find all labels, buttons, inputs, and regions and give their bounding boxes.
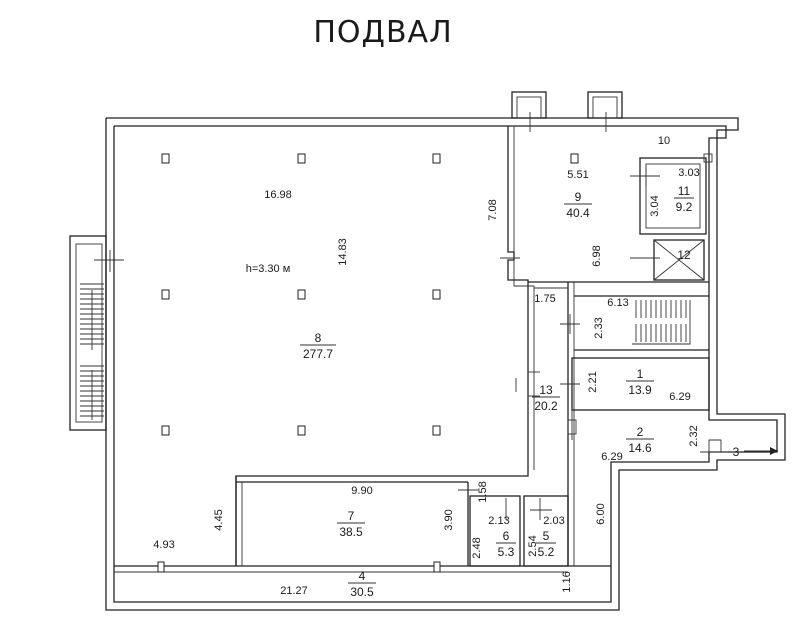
room-11-area: 9.2 <box>676 200 693 214</box>
dim-label: 2.54 <box>527 535 539 556</box>
dim-label: 2.48 <box>471 537 483 558</box>
room-2-number: 2 <box>637 425 644 439</box>
dim-label: 2.21 <box>587 371 599 392</box>
dim-label: 10 <box>658 135 670 147</box>
dimension-labels: 16.98 14.83 7.08 5.51 10 3.03 3.04 6.98 … <box>153 135 700 597</box>
room-5-area: 5.2 <box>538 545 555 559</box>
dim-label: 2.03 <box>543 515 564 527</box>
dim-label: 3.03 <box>678 167 699 179</box>
dim-label: 21.27 <box>280 585 308 597</box>
room-9-area: 40.4 <box>566 206 590 220</box>
room-1-area: 13.9 <box>628 383 652 397</box>
dim-label: 1.16 <box>561 571 573 592</box>
top-shafts <box>511 91 623 132</box>
room-2-area: 14.6 <box>628 441 652 455</box>
dim-label: 1.75 <box>534 293 555 305</box>
dim-label: 4.93 <box>153 539 174 551</box>
dim-label: 6.29 <box>669 391 690 403</box>
dim-label: 1.58 <box>477 481 489 502</box>
room-12-number: 12 <box>677 248 691 262</box>
room-5-number: 5 <box>543 529 550 543</box>
room-7-number: 7 <box>348 509 355 523</box>
room-4-area: 30.5 <box>350 585 374 599</box>
dim-label: 14.83 <box>337 238 349 266</box>
room-6-number: 6 <box>503 529 510 543</box>
dim-label: 4.45 <box>213 509 225 530</box>
ceiling-height-label: h=3.30 м <box>246 263 291 275</box>
room-8-number: 8 <box>315 331 322 345</box>
dim-label: 6.00 <box>595 503 607 524</box>
room-7-area: 38.5 <box>339 525 363 539</box>
plan-title: ПОДВАЛ <box>313 15 452 50</box>
room-13-area: 20.2 <box>534 399 558 413</box>
dim-label: 3.04 <box>649 195 661 216</box>
room-6-area: 5.3 <box>498 545 515 559</box>
dim-label: 2.32 <box>688 425 700 446</box>
left-staircase <box>69 235 124 431</box>
dim-label: 6.29 <box>601 451 622 463</box>
columns <box>157 153 579 573</box>
room-labels: 8 277.7 9 40.4 11 9.2 12 1 13.9 13 20.2 … <box>246 184 740 599</box>
interior-walls <box>114 126 728 573</box>
dim-label: 7.08 <box>487 199 499 220</box>
room-9-number: 9 <box>575 190 582 204</box>
dim-label: 3.90 <box>443 509 455 530</box>
room-8-area: 277.7 <box>303 347 333 361</box>
room-11-number: 11 <box>678 184 691 198</box>
room-1-number: 1 <box>637 367 644 381</box>
dim-label: 9.90 <box>351 485 372 497</box>
room-13-number: 13 <box>539 383 553 397</box>
room-4-number: 4 <box>359 569 366 583</box>
dim-label: 16.98 <box>264 189 292 201</box>
dim-label: 6.98 <box>591 245 603 266</box>
outer-walls <box>105 117 786 611</box>
exit-arrow-icon <box>744 447 778 455</box>
dim-label: 2.33 <box>593 317 605 338</box>
internal-staircase <box>632 300 691 345</box>
dim-label: 2.13 <box>488 515 509 527</box>
room-3-number: 3 <box>733 445 740 459</box>
dim-label: 5.51 <box>567 169 588 181</box>
dim-label: 6.13 <box>607 297 628 309</box>
